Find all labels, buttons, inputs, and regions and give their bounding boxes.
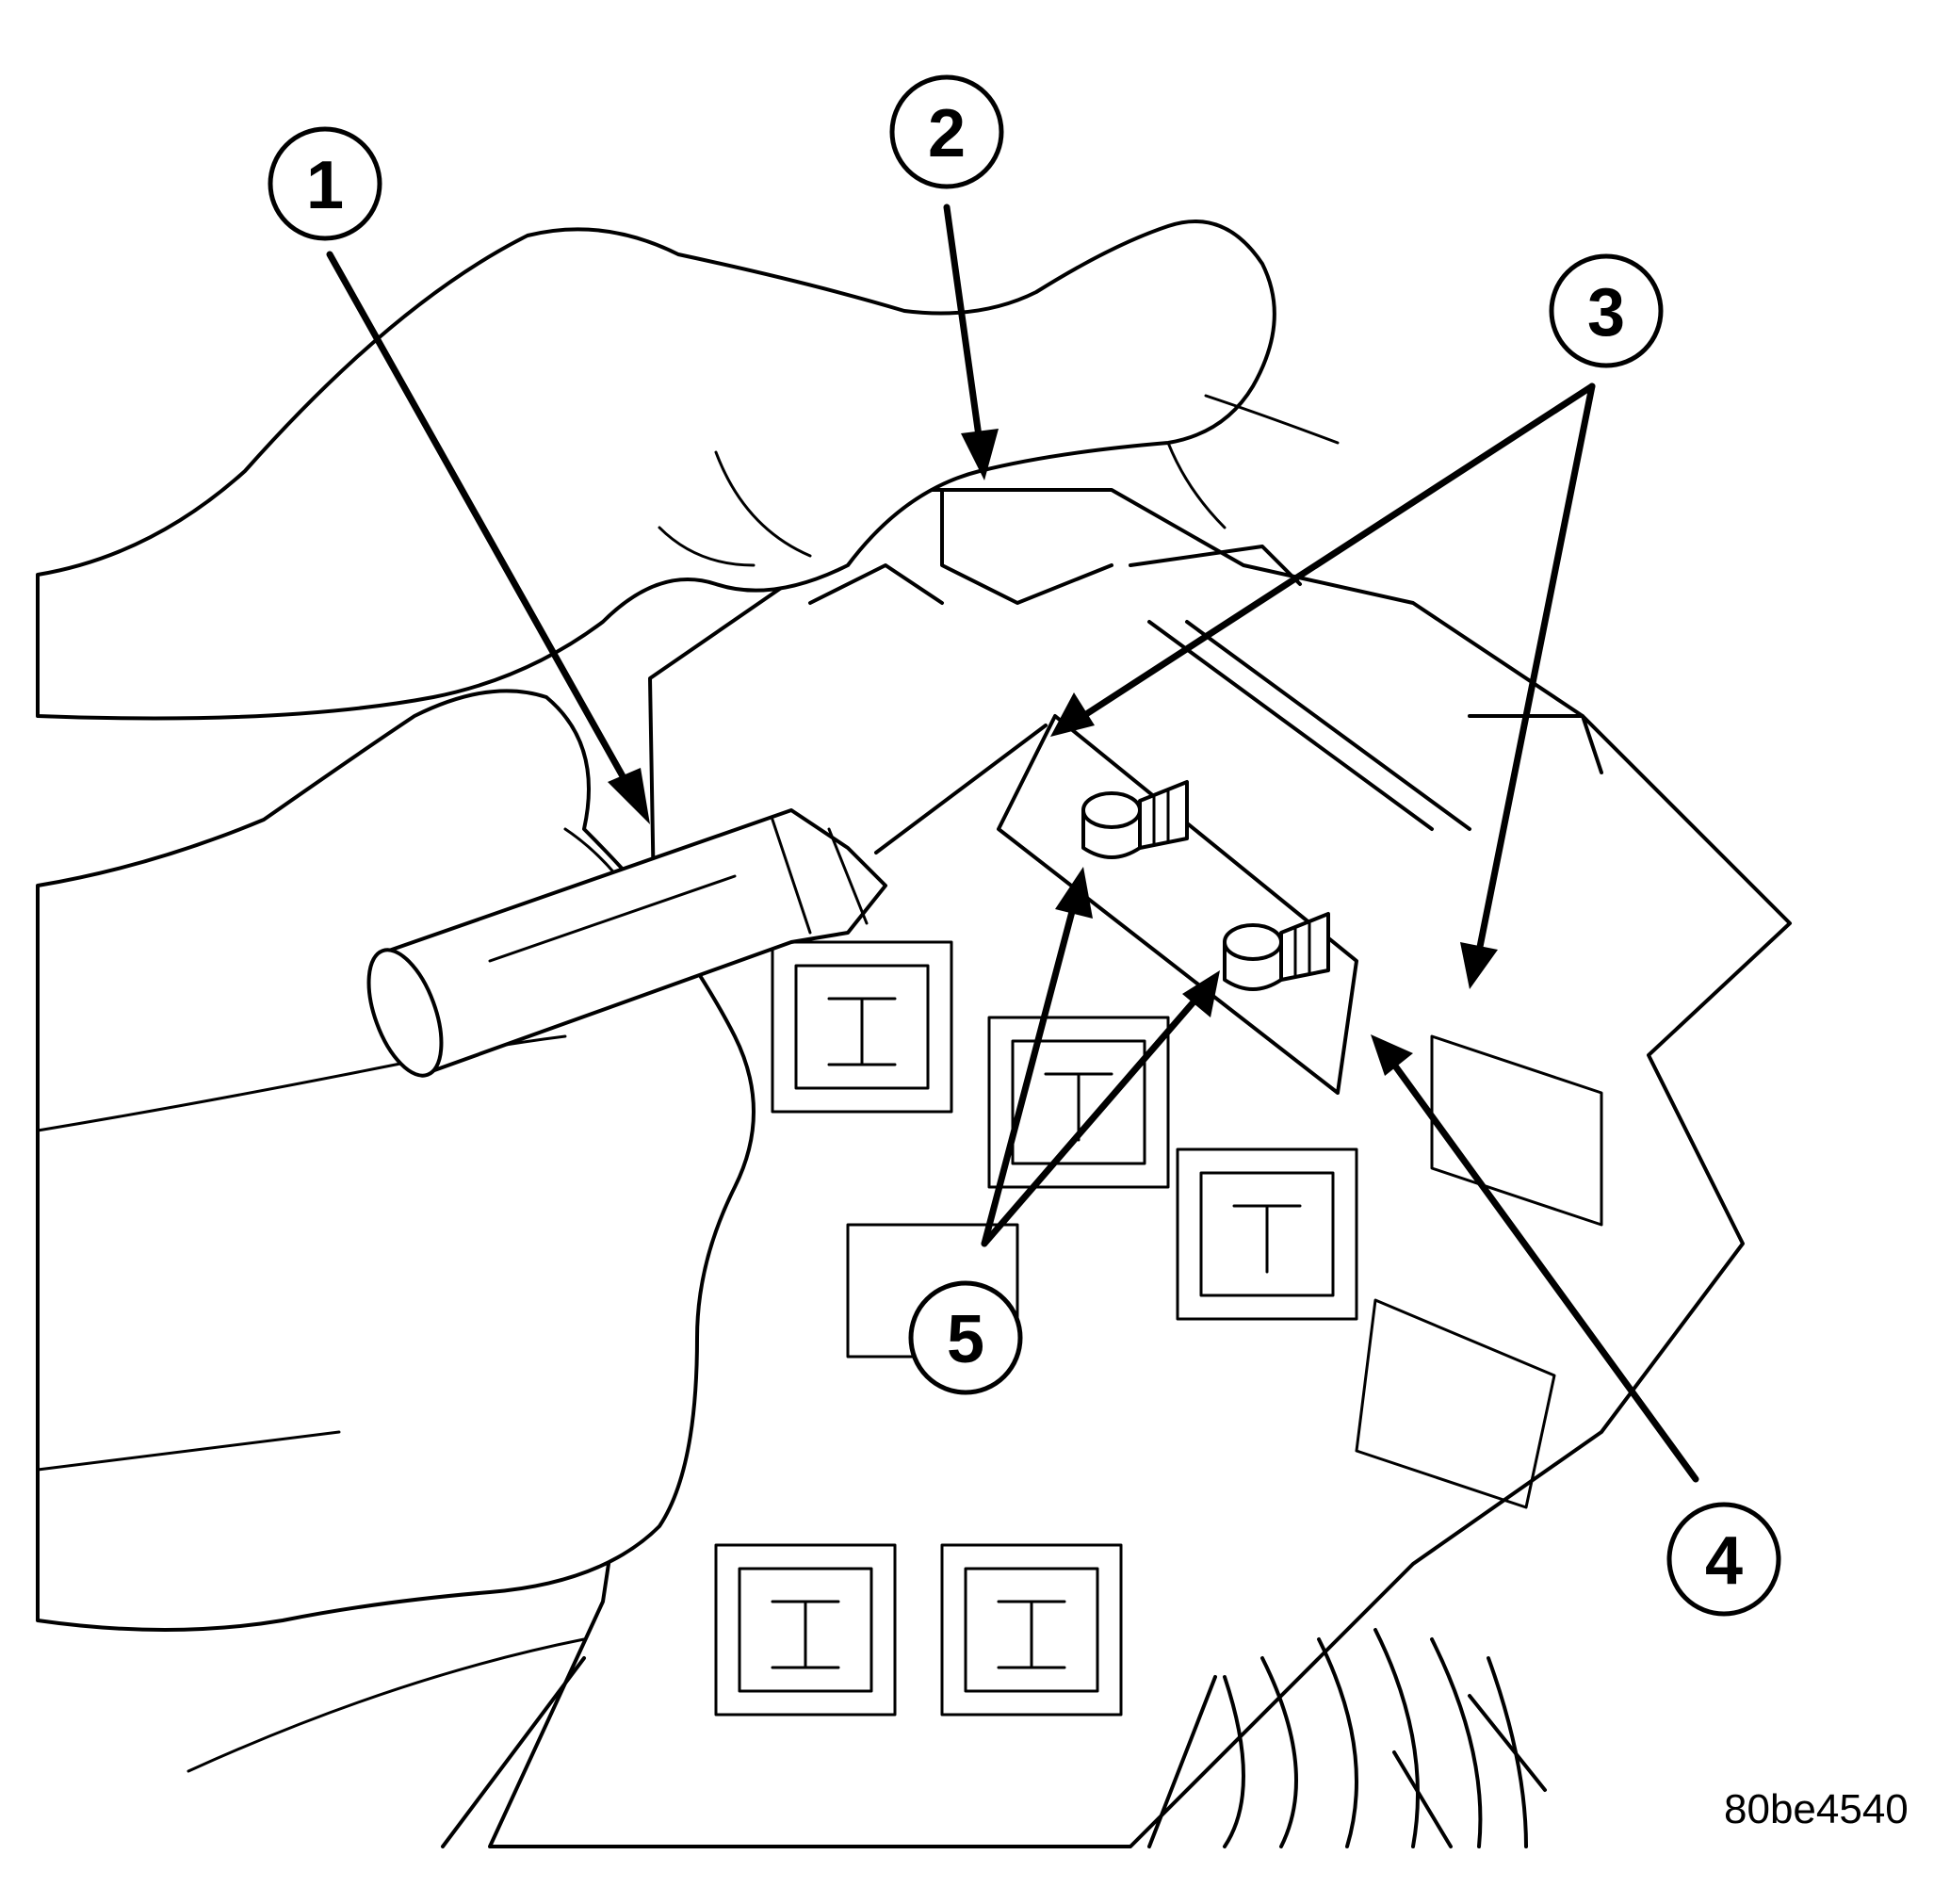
screwdriver <box>366 724 1048 1078</box>
callout-3-label: 3 <box>1587 275 1625 350</box>
callout-5-label: 5 <box>947 1302 984 1377</box>
callout-1-label: 1 <box>306 148 344 223</box>
callout-4-label: 4 <box>1705 1523 1743 1599</box>
callout-1: 1 <box>268 126 382 241</box>
callout-5: 5 <box>908 1280 1023 1395</box>
leader-lines <box>326 203 1699 1483</box>
callout-2-label: 2 <box>928 96 966 171</box>
callout-3: 3 <box>1549 253 1664 368</box>
figure-id: 80be4540 <box>1724 1786 1909 1832</box>
callout-4: 4 <box>1666 1502 1781 1617</box>
callout-2: 2 <box>889 74 1004 189</box>
mounting-studs <box>1081 780 1330 991</box>
